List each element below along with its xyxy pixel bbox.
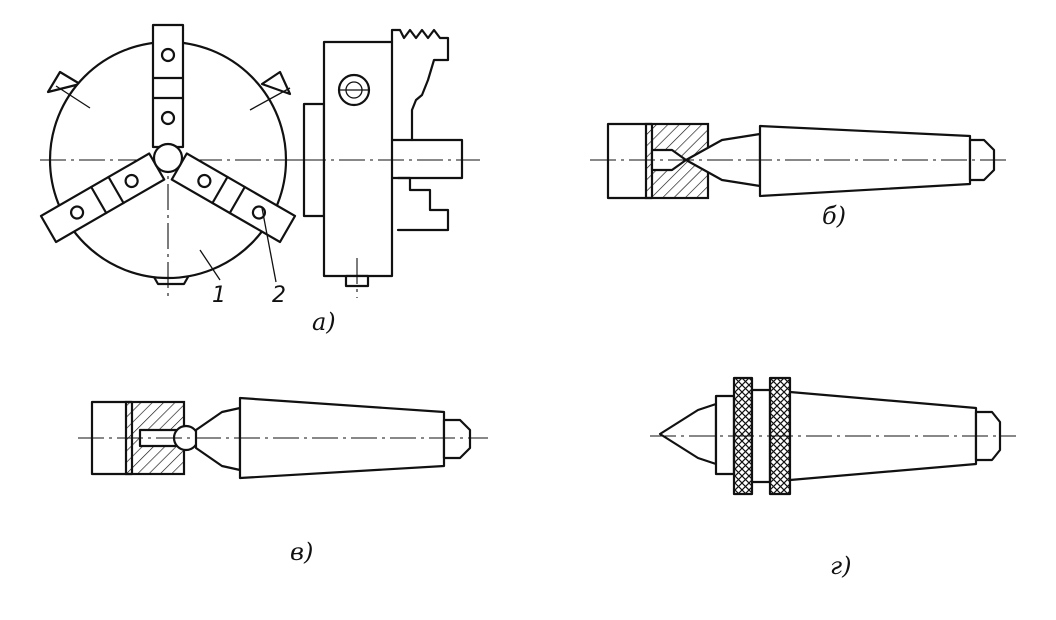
figure-v-label: в): [290, 538, 313, 566]
figure-a-label: а): [312, 308, 336, 336]
chuck-side-view: [300, 28, 480, 298]
ball-center: [78, 396, 488, 480]
part-2-label: 2: [272, 283, 286, 308]
jaw-top: [151, 23, 185, 149]
fixed-center: [590, 122, 1010, 200]
part-1-label: 1: [212, 283, 226, 308]
figure-g-label: г): [830, 552, 852, 580]
figure-b-label: б): [822, 202, 846, 230]
chuck-front-view: [39, 23, 300, 300]
rotating-center: [650, 376, 1016, 496]
